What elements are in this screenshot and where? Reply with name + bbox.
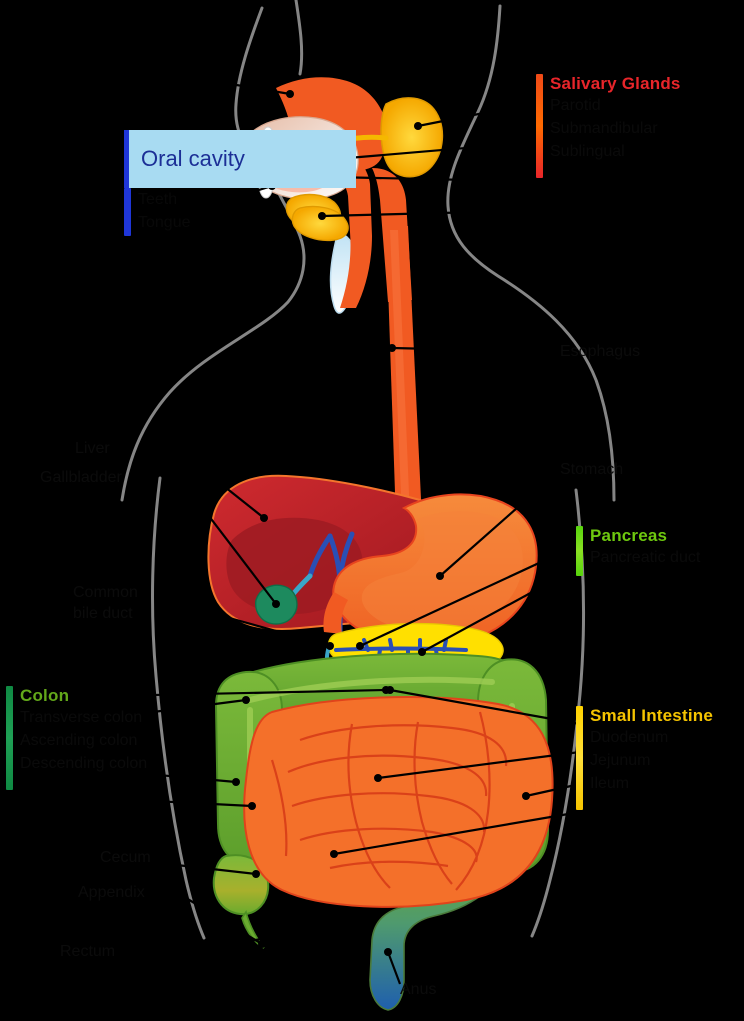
small-intestine-accent-bar [576, 706, 583, 810]
label-small-intestine: Small Intestine Duodenum Jejunum Ileum [576, 706, 713, 810]
pancreas-heading: Pancreas [590, 526, 668, 545]
organ-label-rectum: Rectum [60, 943, 116, 960]
pancreas-item-pancreatic-duct: Pancreatic duct [590, 549, 701, 566]
colon-item-transverse: Transverse colon [20, 709, 143, 726]
oral-cavity-items-accent-bar [124, 188, 131, 236]
label-pancreas: Pancreas Pancreatic duct [576, 526, 700, 576]
label-salivary-glands: Salivary Glands Parotid Submandibular Su… [536, 74, 681, 178]
organ-label-liver: Liver [75, 440, 110, 457]
salivary-glands-accent-bar [536, 74, 543, 178]
colon-accent-bar [6, 686, 13, 790]
small-intestine-item-duodenum: Duodenum [590, 729, 669, 746]
oral-cavity-accent-bar [124, 130, 129, 188]
organ-label-stomach: Stomach [560, 461, 624, 478]
label-oral-cavity-items: Teeth Tongue [124, 188, 191, 236]
pancreas-accent-bar [576, 526, 583, 576]
organ-label-esophagus: Esophagus [560, 343, 641, 360]
organ-label-common-bile-duct-line2: bile duct [73, 605, 133, 622]
label-colon: Colon Transverse colon Ascending colon D… [6, 686, 147, 790]
small-intestine-item-ileum: Ileum [590, 775, 630, 792]
salivary-glands-item-submandibular: Submandibular [550, 120, 658, 137]
label-oral-cavity: Oral cavity [124, 130, 356, 188]
small-intestine-heading: Small Intestine [590, 706, 713, 725]
organ-label-gallbladder: Gallbladder [40, 469, 122, 486]
organ-label-common-bile-duct-line1: Common [73, 584, 138, 601]
colon-item-descending: Descending colon [20, 755, 148, 772]
salivary-glands-item-sublingual: Sublingual [550, 143, 625, 160]
organ-label-appendix: Appendix [78, 884, 145, 901]
organ-label-anus: Anus [400, 981, 437, 998]
organ-label-cecum: Cecum [100, 849, 151, 866]
salivary-glands-item-parotid: Parotid [550, 97, 601, 114]
oral-cavity-item-tongue: Tongue [138, 214, 191, 231]
salivary-glands-heading: Salivary Glands [550, 74, 681, 93]
oral-cavity-item-teeth: Teeth [138, 191, 178, 208]
colon-item-ascending: Ascending colon [20, 732, 138, 749]
oral-cavity-heading: Oral cavity [141, 146, 245, 171]
small-intestine-item-jejunum: Jejunum [590, 752, 651, 769]
colon-heading: Colon [20, 686, 70, 705]
